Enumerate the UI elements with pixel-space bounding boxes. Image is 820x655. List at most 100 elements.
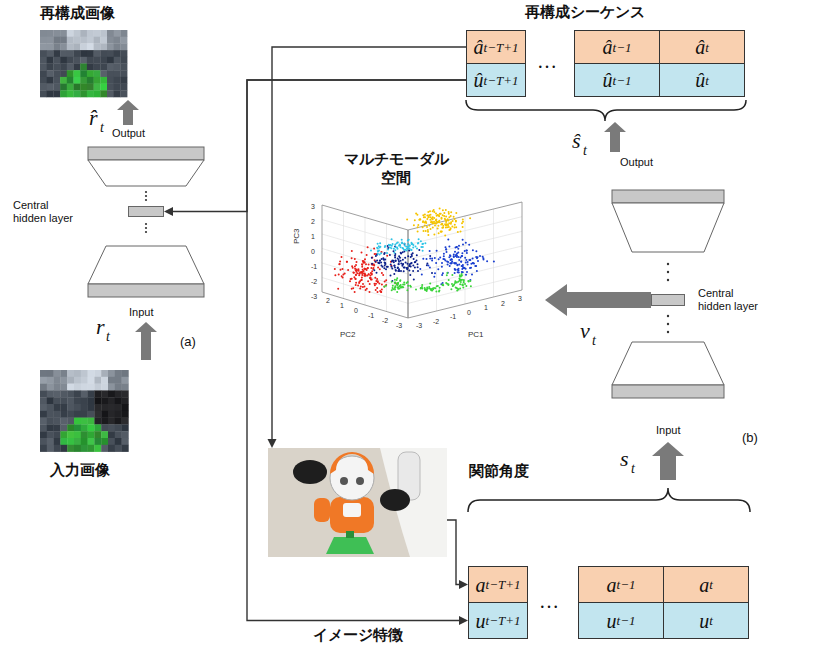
- variable-subscript: t−1: [617, 614, 636, 627]
- image-pixel: [107, 70, 114, 77]
- image-pixel: [101, 431, 108, 438]
- image-pixel: [40, 431, 47, 438]
- grid-line: [322, 234, 408, 259]
- scatter-point: [413, 278, 415, 280]
- grid-line: [408, 275, 522, 303]
- arrow-head: [268, 439, 277, 448]
- sequence-cell: ut: [663, 602, 749, 639]
- scatter-point: [451, 274, 453, 276]
- scatter-point: [358, 270, 360, 272]
- image-pixel: [67, 77, 74, 84]
- scatter-point: [341, 275, 343, 277]
- scatter-point: [341, 256, 343, 258]
- image-pixel: [80, 43, 87, 50]
- scatter-point: [405, 262, 407, 264]
- scatter-point: [444, 218, 446, 220]
- variable-subscript: t: [709, 578, 713, 591]
- scatter-point: [408, 249, 410, 251]
- robot-torso: [330, 497, 374, 533]
- scatter-point: [407, 263, 409, 265]
- sequence-cell: ût−1: [574, 63, 660, 97]
- image-pixel: [74, 445, 81, 452]
- tick-label: 0: [311, 248, 315, 255]
- image-pixel: [114, 57, 121, 64]
- image-pixel: [122, 431, 129, 438]
- scatter-point: [397, 282, 399, 284]
- layer-bar: [612, 385, 724, 398]
- scatter-point: [493, 261, 495, 263]
- connector: [164, 80, 466, 216]
- image-pixel: [54, 418, 61, 425]
- scatter-point: [424, 289, 426, 291]
- input-image: [40, 370, 129, 452]
- scatter-point: [446, 272, 448, 274]
- scatter-point: [457, 269, 459, 271]
- ellipsis-dot: [145, 199, 147, 201]
- plot-title: マルチモーダル 空間: [340, 150, 452, 188]
- scatter-point: [379, 260, 381, 262]
- glove: [293, 460, 327, 484]
- image-pixel: [114, 64, 121, 71]
- image-pixel: [114, 37, 121, 44]
- math-subscript: t: [100, 120, 104, 136]
- scatter-point: [429, 282, 431, 284]
- image-pixel: [81, 418, 88, 425]
- image-pixel: [81, 377, 88, 384]
- image-pixel: [53, 64, 60, 71]
- scatter-point: [397, 266, 399, 268]
- scatter-point: [436, 215, 438, 217]
- scatter-point: [397, 267, 399, 269]
- scatter-point: [402, 247, 404, 249]
- scatter-point: [450, 223, 452, 225]
- scatter-point: [403, 243, 405, 245]
- scatter-point: [432, 227, 434, 229]
- scatter-point: [339, 263, 341, 265]
- scatter-point: [451, 225, 453, 227]
- scatter-point: [438, 232, 440, 234]
- scatter-point: [427, 216, 429, 218]
- scatter-point: [409, 245, 411, 247]
- scatter-point: [385, 285, 387, 287]
- grid-line: [322, 249, 408, 275]
- image-pixel: [47, 70, 54, 77]
- scatter-point: [454, 269, 456, 271]
- scatter-point: [396, 277, 398, 279]
- scatter-point: [368, 264, 370, 266]
- image-pixel: [100, 90, 107, 97]
- plot-pane: [322, 205, 408, 318]
- scatter-point: [398, 263, 400, 265]
- image-pixel: [100, 84, 107, 91]
- image-pixel: [120, 84, 127, 91]
- sequence-cell: at: [663, 566, 749, 603]
- image-pixel: [47, 418, 54, 425]
- tick-label: -2: [311, 278, 317, 285]
- image-pixel: [40, 37, 47, 44]
- scatter-point: [391, 260, 393, 262]
- scatter-point: [458, 269, 460, 271]
- scatter-point: [376, 259, 378, 261]
- scatter-point: [394, 282, 396, 284]
- scatter-point: [438, 291, 440, 293]
- image-pixel: [88, 431, 95, 438]
- scatter-point: [444, 259, 446, 261]
- scatter-point: [466, 252, 468, 254]
- image-pixel: [87, 30, 94, 37]
- scatter-point: [462, 226, 464, 228]
- image-pixel: [94, 50, 101, 57]
- scatter-point: [429, 255, 431, 257]
- image-pixel: [108, 377, 115, 384]
- image-pixel: [115, 377, 122, 384]
- scatter-point: [462, 284, 464, 286]
- scatter-point: [381, 288, 383, 290]
- scatter-point: [386, 255, 388, 257]
- scatter-point: [380, 291, 382, 293]
- scatter-point: [445, 209, 447, 211]
- image-pixel: [40, 390, 47, 397]
- scatter-point: [425, 221, 427, 223]
- scatter-point: [457, 264, 459, 266]
- scatter-point: [393, 252, 395, 254]
- scatter-point: [439, 257, 441, 259]
- tick-label: 1: [484, 304, 488, 311]
- image-pixel: [60, 84, 67, 91]
